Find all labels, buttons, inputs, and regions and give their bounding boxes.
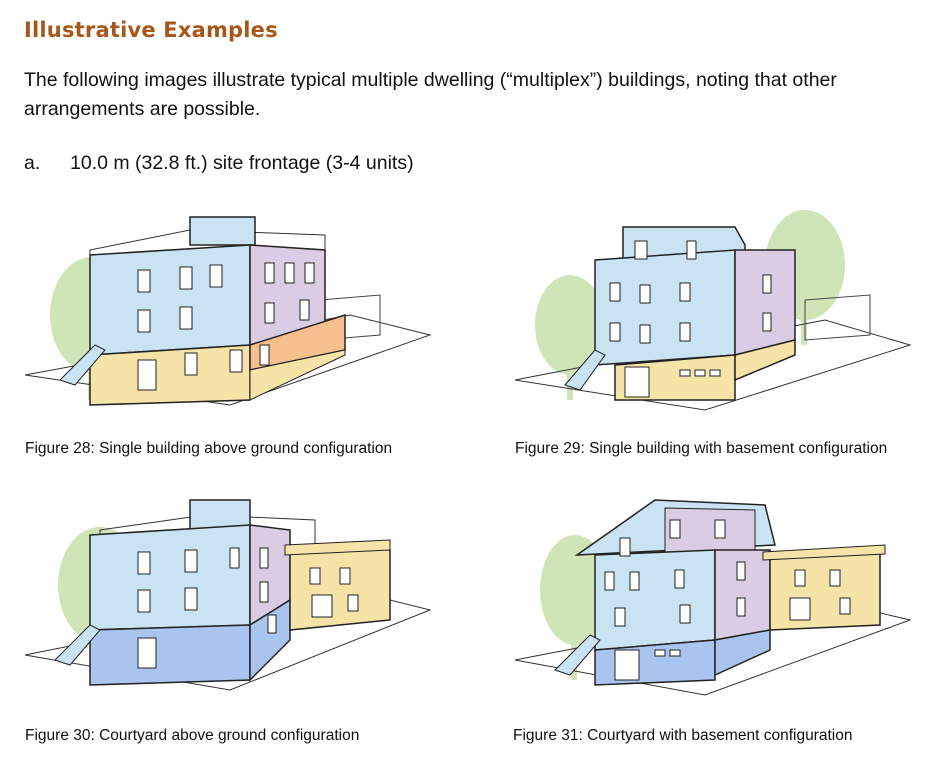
figure-30-drawing <box>24 499 432 691</box>
figure-28-illustration <box>20 205 440 410</box>
list-marker: a. <box>24 152 41 174</box>
figure-31-illustration <box>505 490 925 700</box>
figure-29-drawing <box>514 210 912 411</box>
figure-31-drawing <box>514 499 912 696</box>
figure-31-caption: Figure 31: Courtyard with basement confi… <box>513 727 853 744</box>
list-item-text: 10.0 m (32.8 ft.) site frontage (3-4 uni… <box>70 152 414 174</box>
figure-30-illustration <box>20 490 440 695</box>
figure-29-caption: Figure 29: Single building with basement… <box>515 440 888 457</box>
figure-28-drawing <box>24 216 432 406</box>
figure-30-caption: Figure 30: Courtyard above ground config… <box>25 727 360 744</box>
section-heading: Illustrative Examples <box>24 18 278 42</box>
list-item-a: a. 10.0 m (32.8 ft.) site frontage (3-4 u… <box>24 152 414 175</box>
figure-28-caption: Figure 28: Single building above ground … <box>25 440 393 457</box>
figure-29-illustration <box>505 205 925 415</box>
intro-paragraph: The following images illustrate typical … <box>24 69 837 120</box>
